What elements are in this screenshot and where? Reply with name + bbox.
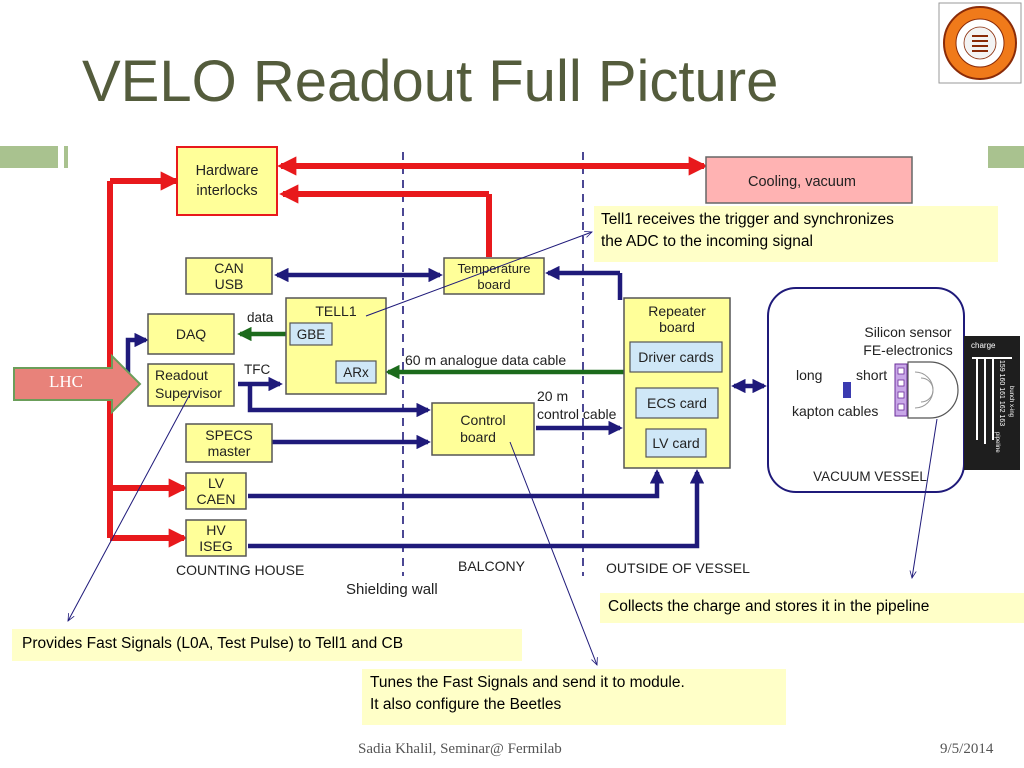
green-data-lines: [237, 326, 624, 380]
callout-tunes: Tunes the Fast Signals and send it to mo…: [362, 669, 786, 725]
pipeline-bunch: bunch x-ing: [1008, 386, 1014, 417]
lv-caen-box: LV CAEN: [185, 472, 247, 510]
decor-bar-left-tick: [64, 146, 68, 168]
callout-tunes-line1: Tunes the Fast Signals and send it to mo…: [370, 674, 685, 691]
driver-cards-box: [629, 341, 723, 373]
control-line2: board: [460, 429, 496, 445]
red-interlock-lines: [107, 156, 708, 548]
callout-tell1-line1: Tell1 receives the trigger and synchroni…: [601, 211, 894, 228]
daq-label: DAQ: [176, 326, 206, 342]
ecs-label: ECS card: [647, 395, 707, 411]
gbe-label: GBE: [297, 327, 326, 342]
vacuum-vessel-label: VACUUM VESSEL: [813, 469, 927, 484]
callout-collects: Collects the charge and stores it in the…: [600, 593, 1024, 623]
pipeline-image: charge 159 160 161 162 163 bunch x-ing p…: [964, 336, 1020, 470]
kapton-connector: [843, 382, 851, 398]
analogue-cable-label: 60 m analogue data cable: [405, 352, 566, 368]
ecs-card-box: [635, 387, 719, 419]
cooling-label: Cooling, vacuum: [748, 174, 856, 190]
tell1-label: TELL1: [315, 303, 356, 319]
data-label: data: [247, 310, 274, 325]
repeater-line1: Repeater: [648, 303, 706, 319]
silicon-line1: Silicon sensor: [864, 324, 951, 340]
cooling-vacuum-box: Cooling, vacuum: [705, 156, 913, 204]
hardware-line2: interlocks: [196, 183, 257, 199]
pipeline-label: pipeline: [994, 432, 1000, 453]
daq-box: DAQ: [147, 313, 235, 355]
lhc-arrow: [13, 354, 142, 414]
control-line1: Control: [460, 412, 505, 428]
tfc-label: TFC: [244, 362, 270, 377]
repeater-line2: board: [659, 319, 695, 335]
gbe-box: [289, 322, 333, 346]
specs-master-box: SPECS master: [185, 423, 273, 463]
footer-author: Sadia Khalil, Seminar@ Fermilab: [358, 741, 562, 757]
temp-line2: board: [477, 277, 510, 292]
callout-tell1: Tell1 receives the trigger and synchroni…: [594, 206, 998, 262]
lv-line2: CAEN: [197, 491, 236, 507]
kapton-label: kapton cables: [792, 403, 878, 419]
can-line1: CAN: [214, 260, 244, 276]
hv-line2: ISEG: [199, 538, 232, 554]
callout-tunes-line2: It also configure the Beetles: [370, 696, 562, 713]
footer-date: 9/5/2014: [940, 741, 994, 757]
callout-tell1-line2: the ADC to the incoming signal: [601, 233, 813, 250]
callout-provides-text: Provides Fast Signals (L0A, Test Pulse) …: [22, 635, 404, 652]
readout-line2: Supervisor: [155, 385, 222, 401]
arx-box: [335, 360, 377, 384]
lvcard-label: LV card: [652, 435, 699, 451]
callout-collects-text: Collects the charge and stores it in the…: [608, 598, 930, 615]
tell1-box: TELL1 GBE ARx: [285, 297, 387, 395]
hv-iseg-box: HV ISEG: [185, 519, 247, 557]
syracuse-university-seal: [938, 2, 1022, 84]
specs-line1: SPECS: [205, 427, 252, 443]
lhc-label: LHC: [49, 372, 83, 391]
can-line2: USB: [215, 276, 244, 292]
slide-title: VELO Readout Full Picture: [82, 49, 779, 114]
control-board-box: Control board: [431, 402, 535, 456]
arx-label: ARx: [343, 365, 369, 380]
outside-vessel-label: OUTSIDE OF VESSEL: [606, 560, 750, 576]
specs-line2: master: [208, 443, 251, 459]
balcony-label: BALCONY: [458, 558, 526, 574]
vacuum-vessel: Silicon sensor FE-electronics long short…: [767, 287, 965, 493]
silicon-line2: FE-electronics: [863, 342, 952, 358]
readout-line1: Readout: [155, 367, 208, 383]
long-label: long: [796, 367, 822, 383]
hardware-interlocks-box: Hardware interlocks: [176, 146, 278, 216]
pipeline-charge: charge: [971, 341, 996, 350]
decor-bar-right: [988, 146, 1024, 168]
repeater-board-box: Repeater board Driver cards ECS card LV …: [623, 297, 731, 469]
pipeline-numbers: 159 160 161 162 163: [998, 360, 1005, 426]
lv-line1: LV: [208, 475, 225, 491]
lv-card-box: [645, 428, 707, 458]
hv-line1: HV: [206, 522, 226, 538]
short-label: short: [856, 367, 887, 383]
decor-bar-left: [0, 146, 58, 168]
control-cable-line2: control cable: [537, 406, 617, 422]
counting-house-label: COUNTING HOUSE: [176, 562, 304, 578]
callout-pointers: [68, 232, 938, 665]
control-cable-line1: 20 m: [537, 388, 568, 404]
shielding-wall-label: Shielding wall: [346, 581, 438, 598]
driver-label: Driver cards: [638, 349, 713, 365]
readout-supervisor-box: Readout Supervisor: [147, 363, 235, 407]
can-usb-box: CAN USB: [185, 257, 273, 295]
temperature-board-box: Temperature board: [443, 257, 545, 295]
callout-provides: Provides Fast Signals (L0A, Test Pulse) …: [12, 629, 522, 661]
navy-signal-lines: [125, 265, 895, 549]
hardware-line1: Hardware: [196, 163, 259, 179]
fe-electronics-chip: [894, 363, 908, 417]
